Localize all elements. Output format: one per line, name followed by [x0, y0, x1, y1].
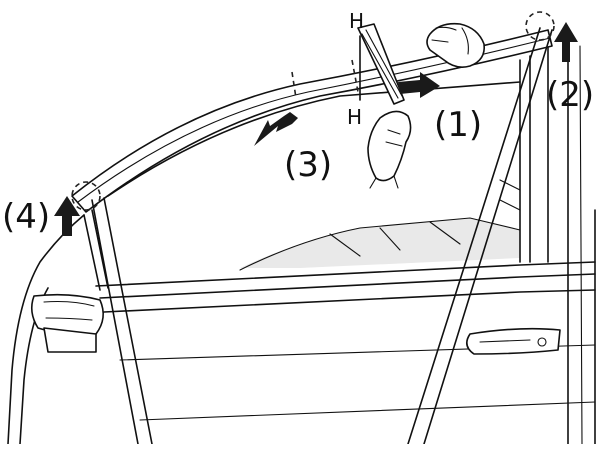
support-poles	[91, 27, 553, 445]
step-label-3: (3)	[284, 145, 332, 185]
arrow-2	[554, 22, 578, 62]
section-mark-bottom: H	[347, 105, 362, 129]
step-label-2: (2)	[546, 75, 594, 115]
door-handle	[466, 327, 561, 355]
section-mark-top: H	[349, 9, 364, 33]
arrow-3	[254, 112, 298, 146]
step-label-1: (1)	[434, 105, 482, 145]
pivot-circle-rear	[525, 11, 555, 41]
step-label-4: (4)	[2, 197, 50, 237]
window-frame	[83, 43, 549, 291]
side-mirror	[30, 293, 104, 353]
arrow-1	[398, 72, 440, 98]
upper-hand	[426, 22, 486, 68]
section-line: H H	[347, 9, 364, 129]
arrow-4	[54, 196, 80, 236]
lower-hand	[357, 23, 412, 189]
door-body	[7, 39, 596, 445]
pivot-circle-front	[71, 181, 101, 211]
